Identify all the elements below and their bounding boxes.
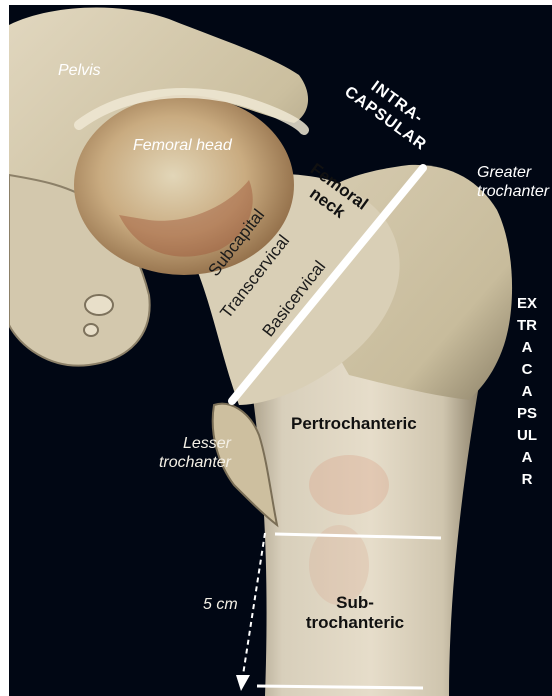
- label-scale: 5 cm: [203, 595, 238, 614]
- label-subtrochanteric-line2: trochanteric: [295, 613, 415, 633]
- label-pelvis: Pelvis: [58, 61, 101, 80]
- label-greater-trochanter: Greater trochanter: [477, 163, 549, 201]
- subtrochanteric-lower-line: [257, 686, 423, 688]
- label-femoral-head: Femoral head: [133, 136, 232, 155]
- hip-ct-scene: Pelvis Femoral head Greater trochanter I…: [9, 5, 552, 696]
- shaft-mottling: [309, 455, 389, 515]
- label-lesser-trochanter-line1: Lesser: [151, 434, 231, 453]
- scale-arrowhead: [236, 675, 250, 691]
- label-lesser-trochanter-line2: trochanter: [151, 453, 231, 472]
- label-lesser-trochanter: Lesser trochanter: [151, 434, 231, 472]
- pelvis-foramen: [85, 295, 113, 315]
- label-extracapsular: EXTRACAPSULAR: [517, 293, 537, 491]
- label-greater-trochanter-line2: trochanter: [477, 182, 549, 201]
- pelvis-foramen-2: [84, 324, 98, 336]
- label-greater-trochanter-line1: Greater: [477, 163, 549, 182]
- label-subtrochanteric: Sub- trochanteric: [295, 593, 415, 633]
- label-subtrochanteric-line1: Sub-: [295, 593, 415, 613]
- scale-arrow-line: [243, 533, 265, 675]
- bone-render: [9, 5, 552, 696]
- label-pertrochanteric: Pertrochanteric: [291, 414, 417, 434]
